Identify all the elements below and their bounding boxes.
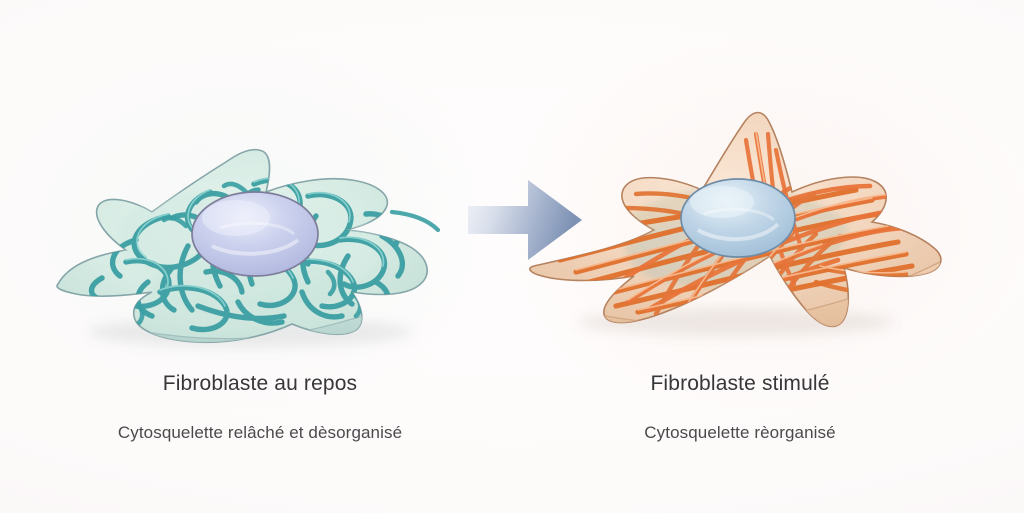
nucleus <box>191 191 319 277</box>
right-arrow-icon <box>468 180 582 260</box>
panel-subtitle-resting: Cytosquelette relâché et dèsorganisé <box>117 423 403 442</box>
panel-stimulated-fibroblast: Fibroblaste stimulé Cytosquelette rèorga… <box>520 0 960 513</box>
panel-resting-fibroblast: Fibroblaste au repos Cytosquelette relâc… <box>40 0 480 513</box>
transition-arrow <box>466 168 586 273</box>
cell-illustration-stimulated <box>520 96 960 356</box>
panel-title-resting: Fibroblaste au repos <box>162 372 358 395</box>
cell-illustration-resting <box>40 96 480 356</box>
panel-subtitle-stimulated: Cytosquelette rèorganisé <box>644 423 836 442</box>
panel-title-stimulated: Fibroblaste stimulé <box>650 372 830 395</box>
filament-protrusion <box>389 209 441 233</box>
nucleus <box>680 178 796 258</box>
